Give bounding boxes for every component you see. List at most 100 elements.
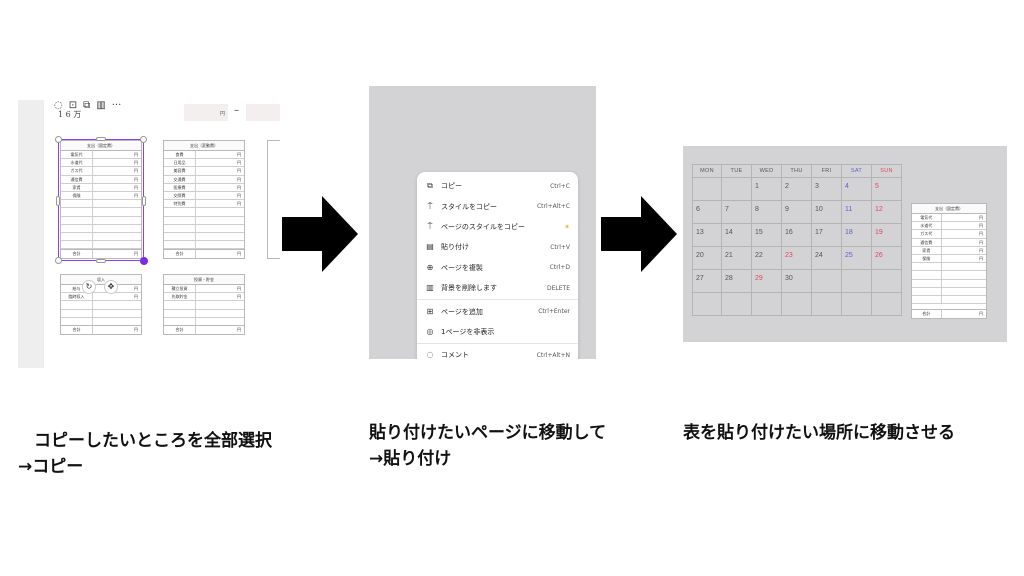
calendar-day [752,293,782,316]
ledger-row-label: 水道代 [61,159,93,167]
comment-icon[interactable]: ◌ [54,100,63,111]
resize-handle-top[interactable] [96,137,106,141]
total-label: 合計 [912,310,942,318]
resize-handle-top-left[interactable] [55,136,62,143]
calendar-day: 6 [692,201,722,224]
income-ledger[interactable]: 収入 給与円臨時収入円 合計 円 [60,274,142,335]
ledger-row-unit: 円 [237,201,241,207]
ledger-row-label: 水道代 [912,222,942,230]
more-icon[interactable]: ··· [111,100,122,111]
calendar-day [812,293,842,316]
pasted-fixed-cost-ledger[interactable]: 支出（固定費） 電気代円水道代円ガス代円通信費円家賃円保険円 合計 円 [911,203,987,319]
calendar-weekday: THU [782,164,812,178]
ledger-row [164,232,244,242]
ledger-title: 支出（変動費） [164,141,244,151]
resize-handle-left[interactable] [56,196,60,206]
total-label: 合計 [61,250,93,258]
menu-item-label: コメント [441,351,469,359]
calendar-day [722,178,752,201]
ledger-row: 臨時収入円 [61,293,141,302]
calendar-day: 16 [782,224,812,247]
fixed-cost-ledger[interactable]: 支出（固定費） 電気代円水道代円ガス代円通信費円家賃円保険円 合計 円 [60,140,142,259]
ledger-row: 日用品円 [164,159,244,168]
lock-icon[interactable]: ⊡ [68,100,78,111]
ledger-row-unit: 円 [979,231,983,237]
menu-item-shortcut: Ctrl+Enter [538,308,570,316]
resize-handle-bottom-left[interactable] [55,257,62,264]
ledger-row: 電気代円 [912,214,986,223]
variable-cost-ledger[interactable]: 支出（変動費） 食費円日用品円美容費円交通費円医療費円交際費円特別費円 合計 円 [163,140,245,259]
calendar-day: 15 [752,224,782,247]
ledger-row: 交際費円 [164,191,244,201]
resize-handle-right[interactable] [142,196,146,206]
rotate-icon[interactable]: ↻ [82,280,96,294]
ledger-row-label: 通信費 [61,175,93,183]
ledger-row-label: 家賃 [61,183,93,191]
ledger-row: 食費円 [164,151,244,160]
ledger-row-unit [196,241,244,248]
ledger-row-label: 日用品 [164,159,196,167]
calendar-weekday: MON [692,164,722,178]
total-label: 合計 [61,326,93,334]
calendar-day: 2 [782,178,812,201]
ledger-row-unit: 円 [134,294,138,300]
ledger-row-unit [942,263,986,270]
calendar-day: 12 [872,201,902,224]
menu-item[interactable]: ◎1ページを非表示 [417,322,578,342]
ledger-row-unit [93,200,141,207]
calendar-day [782,293,812,316]
total-unit: 円 [237,327,241,332]
ledger-row-label [61,208,93,216]
ledger-row: 水道代円 [912,222,986,231]
calendar-day: 24 [812,247,842,270]
arrow-right-icon [601,196,677,272]
calendar-day: 17 [812,224,842,247]
editor-left-strip [18,100,44,368]
trash-icon[interactable]: ▥ [96,100,106,111]
menu-item-label: ページのスタイルをコピー [441,222,525,231]
ledger-row-label: 交際費 [164,191,196,200]
ledger-row-unit [942,271,986,278]
savings-ledger[interactable]: 投資・貯金 積立投資円先取貯金円 合計 円 [163,274,245,335]
calendar-day: 27 [692,270,722,293]
move-icon[interactable]: ✥ [104,280,118,294]
calendar-day: 8 [752,201,782,224]
ledger-total-row: 合計 円 [61,249,141,258]
ledger-row-unit: 円 [134,286,138,291]
calendar-weekday: SUN [872,164,902,178]
calendar-day: 1 [752,178,782,201]
comment-icon: ◌ [426,350,434,359]
ledger-row-label [164,208,196,216]
step2-caption-line2: →貼り付け [369,449,452,469]
ledger-row-label: 保険 [912,254,942,263]
resize-handle-bottom-right[interactable] [140,257,148,265]
calendar-day: 26 [872,247,902,270]
ledger-row: ガス代円 [912,230,986,239]
resize-handle-top-right[interactable] [140,136,147,143]
ledger-row [912,287,986,296]
ledger-row-unit [942,288,986,295]
menu-item[interactable]: ⍑ページのスタイルをコピー✶ [417,217,578,237]
resize-handle-bottom[interactable] [96,259,106,263]
calendar-day: 10 [812,201,842,224]
step3-caption: 表を貼り付けたい場所に移動させる [683,423,955,443]
ledger-row-label [912,287,942,295]
duplicate-icon[interactable]: ⧉ [83,100,91,111]
ledger-row: ガス代円 [61,167,141,176]
calendar-day: 11 [842,201,872,224]
ledger-row-unit: 円 [237,294,241,300]
total-unit: 円 [237,251,241,256]
ledger-row-label [164,317,196,325]
ledger-row-unit [196,301,244,308]
